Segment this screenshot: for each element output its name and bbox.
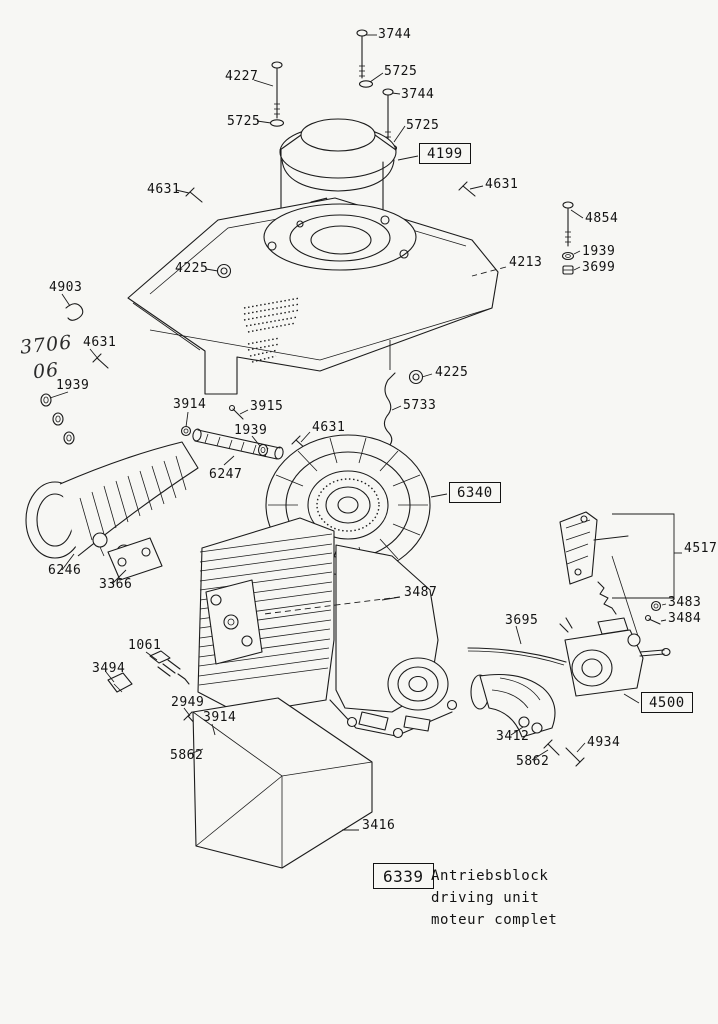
carburetor-4500 xyxy=(559,617,671,697)
part-label-3366: 3366 xyxy=(99,577,133,592)
screw-4631-right xyxy=(458,181,476,197)
part-label-4903: 4903 xyxy=(49,280,83,295)
control-bracket-4517 xyxy=(559,511,639,637)
part-label-4631-a: 4631 xyxy=(147,182,181,197)
part-label-3487: 3487 xyxy=(404,585,438,600)
part-label-3744-a: 3744 xyxy=(378,27,412,42)
cylinder-block xyxy=(197,517,335,715)
part-label-5725-c: 5725 xyxy=(406,118,440,133)
part-label-4227: 4227 xyxy=(225,69,259,84)
screw-5862-right xyxy=(543,739,560,756)
part-label-4500-boxed: 4500 xyxy=(641,692,693,713)
part-label-3744-b: 3744 xyxy=(401,87,435,102)
leader-lines xyxy=(49,34,682,831)
part-label-4199-boxed: 4199 xyxy=(419,143,471,164)
muffler-6246 xyxy=(25,441,199,567)
part-label-2949: 2949 xyxy=(171,695,205,710)
part-label-4225-b: 4225 xyxy=(435,365,469,380)
part-label-1939-c: 1939 xyxy=(234,423,268,438)
part-label-3915: 3915 xyxy=(250,399,284,414)
part-label-4631-c: 4631 xyxy=(83,335,117,350)
clip-4903 xyxy=(65,303,84,321)
spacers-1939-left xyxy=(40,393,75,445)
part-label-3914-b: 3914 xyxy=(203,710,237,725)
air-duct-3416 xyxy=(192,697,373,869)
part-label-4517: 4517 xyxy=(684,541,718,556)
governor-rod-3695 xyxy=(467,647,567,666)
part-label-3483: 3483 xyxy=(668,595,702,610)
assembly-number-boxed: 6339 xyxy=(373,863,434,889)
part-label-1939-b: 1939 xyxy=(56,378,90,393)
part-label-1939-a: 1939 xyxy=(582,244,616,259)
screw-4631-left xyxy=(185,187,203,203)
part-label-4225-a: 4225 xyxy=(175,261,209,276)
part-label-5725-a: 5725 xyxy=(384,64,418,79)
washer-3483 xyxy=(650,600,662,612)
part-label-5862-b: 5862 xyxy=(516,754,550,769)
assembly-name-fr: moteur complet xyxy=(431,912,558,928)
washer-3914-upper xyxy=(180,425,192,437)
part-label-6247: 6247 xyxy=(209,467,243,482)
part-label-4854: 4854 xyxy=(585,211,619,226)
crankcase-3487 xyxy=(329,544,458,739)
screw-3915 xyxy=(228,404,244,420)
blower-housing xyxy=(127,197,499,446)
part-label-4631-b: 4631 xyxy=(485,177,519,192)
part-label-3494: 3494 xyxy=(92,661,126,676)
part-label-5725-b: 5725 xyxy=(227,114,261,129)
part-label-3914-a: 3914 xyxy=(173,397,207,412)
part-label-1061: 1061 xyxy=(128,638,162,653)
air-cleaner-cover xyxy=(279,118,397,229)
assembly-name-en: driving unit xyxy=(431,890,540,906)
assembly-name-de: Antriebsblock xyxy=(431,868,549,884)
intake-elbow-3412-area xyxy=(470,673,556,738)
spark-plug-cap-3494 xyxy=(107,672,133,693)
part-label-5733: 5733 xyxy=(403,398,437,413)
part-label-3699: 3699 xyxy=(582,260,616,275)
part-label-3416: 3416 xyxy=(362,818,396,833)
part-label-4213: 4213 xyxy=(509,255,543,270)
part-label-3484: 3484 xyxy=(668,611,702,626)
part-label-3412: 3412 xyxy=(496,729,530,744)
part-label-4934: 4934 xyxy=(587,735,621,750)
part-label-3695: 3695 xyxy=(505,613,539,628)
spark-plug-1061 xyxy=(149,650,190,685)
part-label-6246: 6246 xyxy=(48,563,82,578)
screw-3484 xyxy=(644,614,661,625)
bolt-4854-washer-nut xyxy=(561,201,575,275)
part-label-6340-boxed: 6340 xyxy=(449,482,501,503)
spacer-1939-mid xyxy=(257,443,269,457)
part-label-5862-a: 5862 xyxy=(170,748,204,763)
exhaust-gasket-3366 xyxy=(107,537,163,581)
screw-4934 xyxy=(565,747,585,767)
part-label-4631-d: 4631 xyxy=(312,420,346,435)
